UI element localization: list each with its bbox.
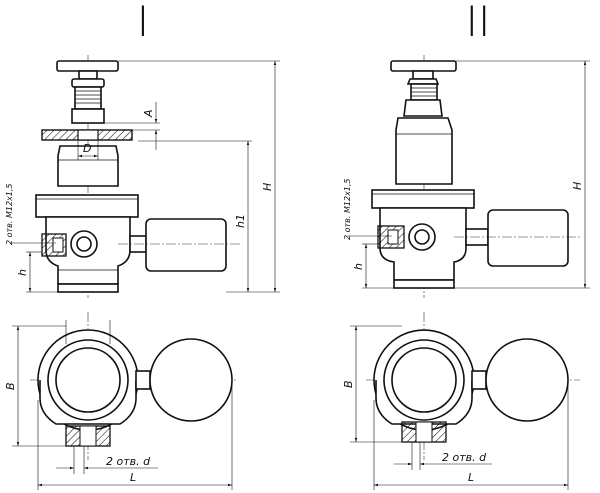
- dim-a-label: A: [142, 109, 155, 118]
- dim-l-label-2: L: [468, 471, 474, 484]
- thread-label: 2 отв. М12х1,5: [5, 183, 14, 245]
- view-1-plan: B 2 отв. d L: [4, 312, 236, 490]
- view-1-elevation: A D H h1 h 2 отв. М12х1,5: [5, 55, 280, 298]
- dim-b-label-2: B: [342, 380, 355, 388]
- dim-h-label: h: [16, 269, 29, 276]
- dim-b-label: B: [4, 382, 17, 390]
- dim-l-label: L: [130, 471, 136, 484]
- dim-h-label-2: h: [352, 263, 365, 270]
- dim-d-label: D: [83, 142, 91, 155]
- dim-h1-label: h1: [234, 214, 247, 228]
- view-2-elevation: H h 2 отв. М12х1,5: [343, 55, 590, 298]
- dim-h-total-label: H: [261, 183, 274, 191]
- view-numeral-1: I: [137, 0, 149, 46]
- holes-label: 2 отв. d: [106, 455, 151, 468]
- dim-h-total-label-2: H: [571, 182, 584, 190]
- thread-label-2: 2 отв. М12х1,5: [343, 178, 352, 240]
- holes-label-2: 2 отв. d: [442, 451, 487, 464]
- view-numeral-2: II: [466, 0, 491, 46]
- view-2-plan: B 2 отв. d L: [342, 312, 580, 490]
